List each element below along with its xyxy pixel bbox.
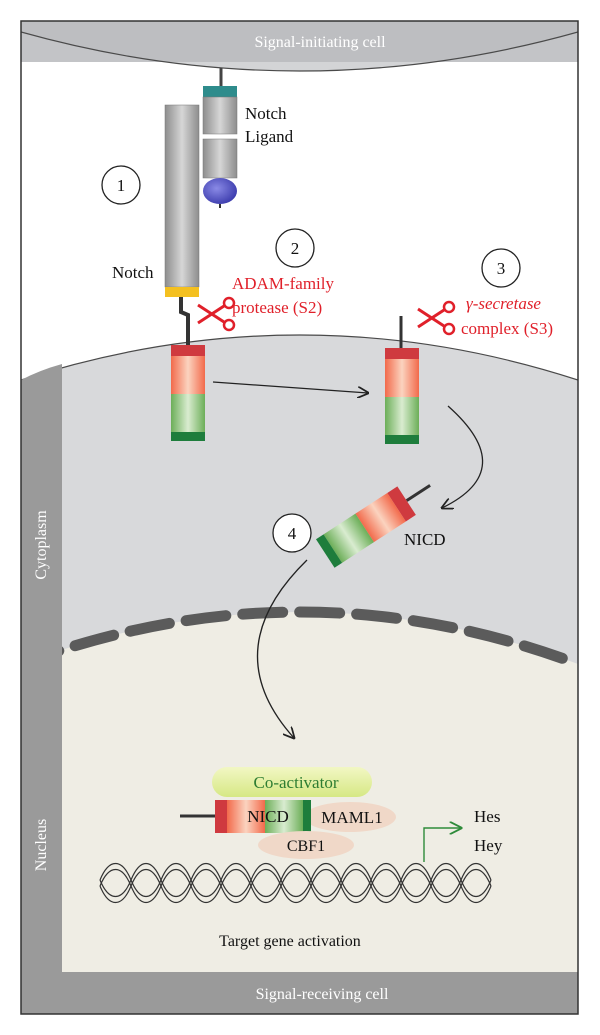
- nuclear-envelope: [21, 606, 578, 670]
- transcription-arrow: [423, 828, 461, 862]
- initiating-cell-membrane: [21, 31, 578, 72]
- gamma-secretase-label-line2: complex (S3): [461, 319, 553, 338]
- nicd-free: [316, 484, 431, 568]
- hes-label: Hes: [474, 807, 500, 826]
- svg-text:3: 3: [497, 259, 506, 278]
- svg-text:1: 1: [117, 176, 126, 195]
- notch-label: Notch: [112, 263, 154, 282]
- svg-text:4: 4: [288, 524, 297, 543]
- adam-scissors-icon: [197, 296, 236, 332]
- coactivator-label: Co-activator: [254, 773, 339, 792]
- notch-receptor: [164, 104, 200, 348]
- cbf1-label: CBF1: [287, 838, 325, 855]
- notch-fragment-after-s2: [171, 345, 205, 441]
- dna-helix: [99, 862, 492, 904]
- release-arrow: [442, 405, 484, 508]
- frame-border: [20, 20, 579, 1015]
- target-gene-activation-label: Target gene activation: [219, 933, 361, 950]
- receiving-cell-label-band: [21, 972, 578, 1014]
- adam-label-line2: protease (S2): [232, 298, 322, 317]
- signal-initiating-cell-label: Signal-initiating cell: [254, 34, 386, 51]
- notch-ligand-label-line1: Notch: [245, 104, 287, 123]
- step-3-marker: 3: [481, 248, 521, 288]
- notch-fragment-before-s3: [385, 316, 419, 444]
- nicd-complex: [180, 800, 311, 833]
- coactivator-blob: [212, 767, 372, 797]
- receiving-cell-membrane: [21, 334, 578, 381]
- transfer-arrow: [212, 381, 368, 393]
- gamma-secretase-label-line1: γ-secretase: [466, 294, 541, 313]
- adam-label-line1: ADAM-family: [232, 274, 334, 293]
- maml1-label: MAML1: [321, 808, 382, 827]
- step-4-marker: 4: [272, 513, 312, 553]
- signal-receiving-cell-label: Signal-receiving cell: [256, 986, 389, 1003]
- cytoplasm-label: Cytoplasm: [33, 510, 50, 580]
- svg-text:2: 2: [291, 239, 300, 258]
- step-2-marker: 2: [275, 228, 315, 268]
- maml1-blob: [304, 802, 396, 832]
- nicd-label: NICD: [404, 530, 446, 549]
- initiating-cell-label-band: [21, 21, 578, 62]
- step-1-marker: 1: [101, 165, 141, 205]
- notch-ligand: [202, 68, 238, 208]
- notch-ligand-label-line2: Ligand: [245, 127, 294, 146]
- compartment-side-bar: [21, 364, 62, 972]
- nucleus-label: Nucleus: [33, 819, 50, 871]
- nicd-complex-label: NICD: [247, 807, 289, 826]
- cbf1-blob: [258, 831, 354, 859]
- gamma-secretase-scissors-icon: [417, 300, 456, 336]
- nuclear-import-arrow: [256, 559, 308, 738]
- hey-label: Hey: [474, 836, 503, 855]
